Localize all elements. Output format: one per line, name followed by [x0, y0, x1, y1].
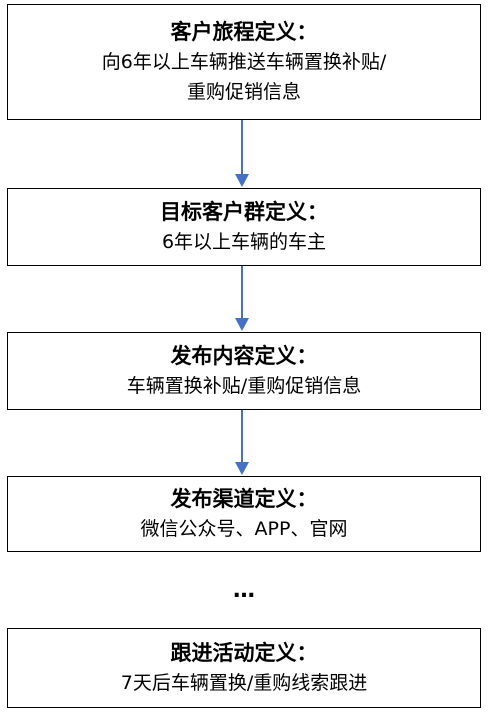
step-desc-line: 车辆置换补贴/重购促销信息: [126, 375, 362, 397]
arrow-down-icon: [235, 266, 249, 331]
step-desc-line: 重购促销信息: [186, 81, 301, 103]
step-title: 发布内容定义：: [170, 344, 318, 368]
ellipsis: …: [233, 578, 256, 603]
arrow-down-icon: [235, 120, 249, 187]
step-box-target-group: 目标客户群定义： 6年以上车辆的车主: [7, 188, 481, 266]
step-desc-line: 6年以上车辆的车主: [161, 231, 327, 253]
step-title: 目标客户群定义：: [160, 200, 328, 224]
step-box-content: 发布内容定义： 车辆置换补贴/重购促销信息: [7, 332, 481, 410]
arrow-down-icon: [235, 410, 249, 475]
step-title: 发布渠道定义：: [170, 487, 318, 511]
step-box-channel: 发布渠道定义： 微信公众号、APP、官网: [7, 476, 481, 552]
step-box-journey: 客户旅程定义： 向6年以上车辆推送车辆置换补贴/ 重购促销信息: [7, 4, 481, 120]
step-box-followup: 跟进活动定义： 7天后车辆置换/重购线索跟进: [7, 628, 481, 708]
step-desc-line: 7天后车辆置换/重购线索跟进: [120, 672, 368, 694]
step-title: 跟进活动定义：: [170, 641, 318, 665]
step-title: 客户旅程定义：: [170, 20, 318, 44]
step-desc-line: 向6年以上车辆推送车辆置换补贴/: [101, 51, 387, 73]
step-desc-line: 微信公众号、APP、官网: [140, 518, 348, 540]
